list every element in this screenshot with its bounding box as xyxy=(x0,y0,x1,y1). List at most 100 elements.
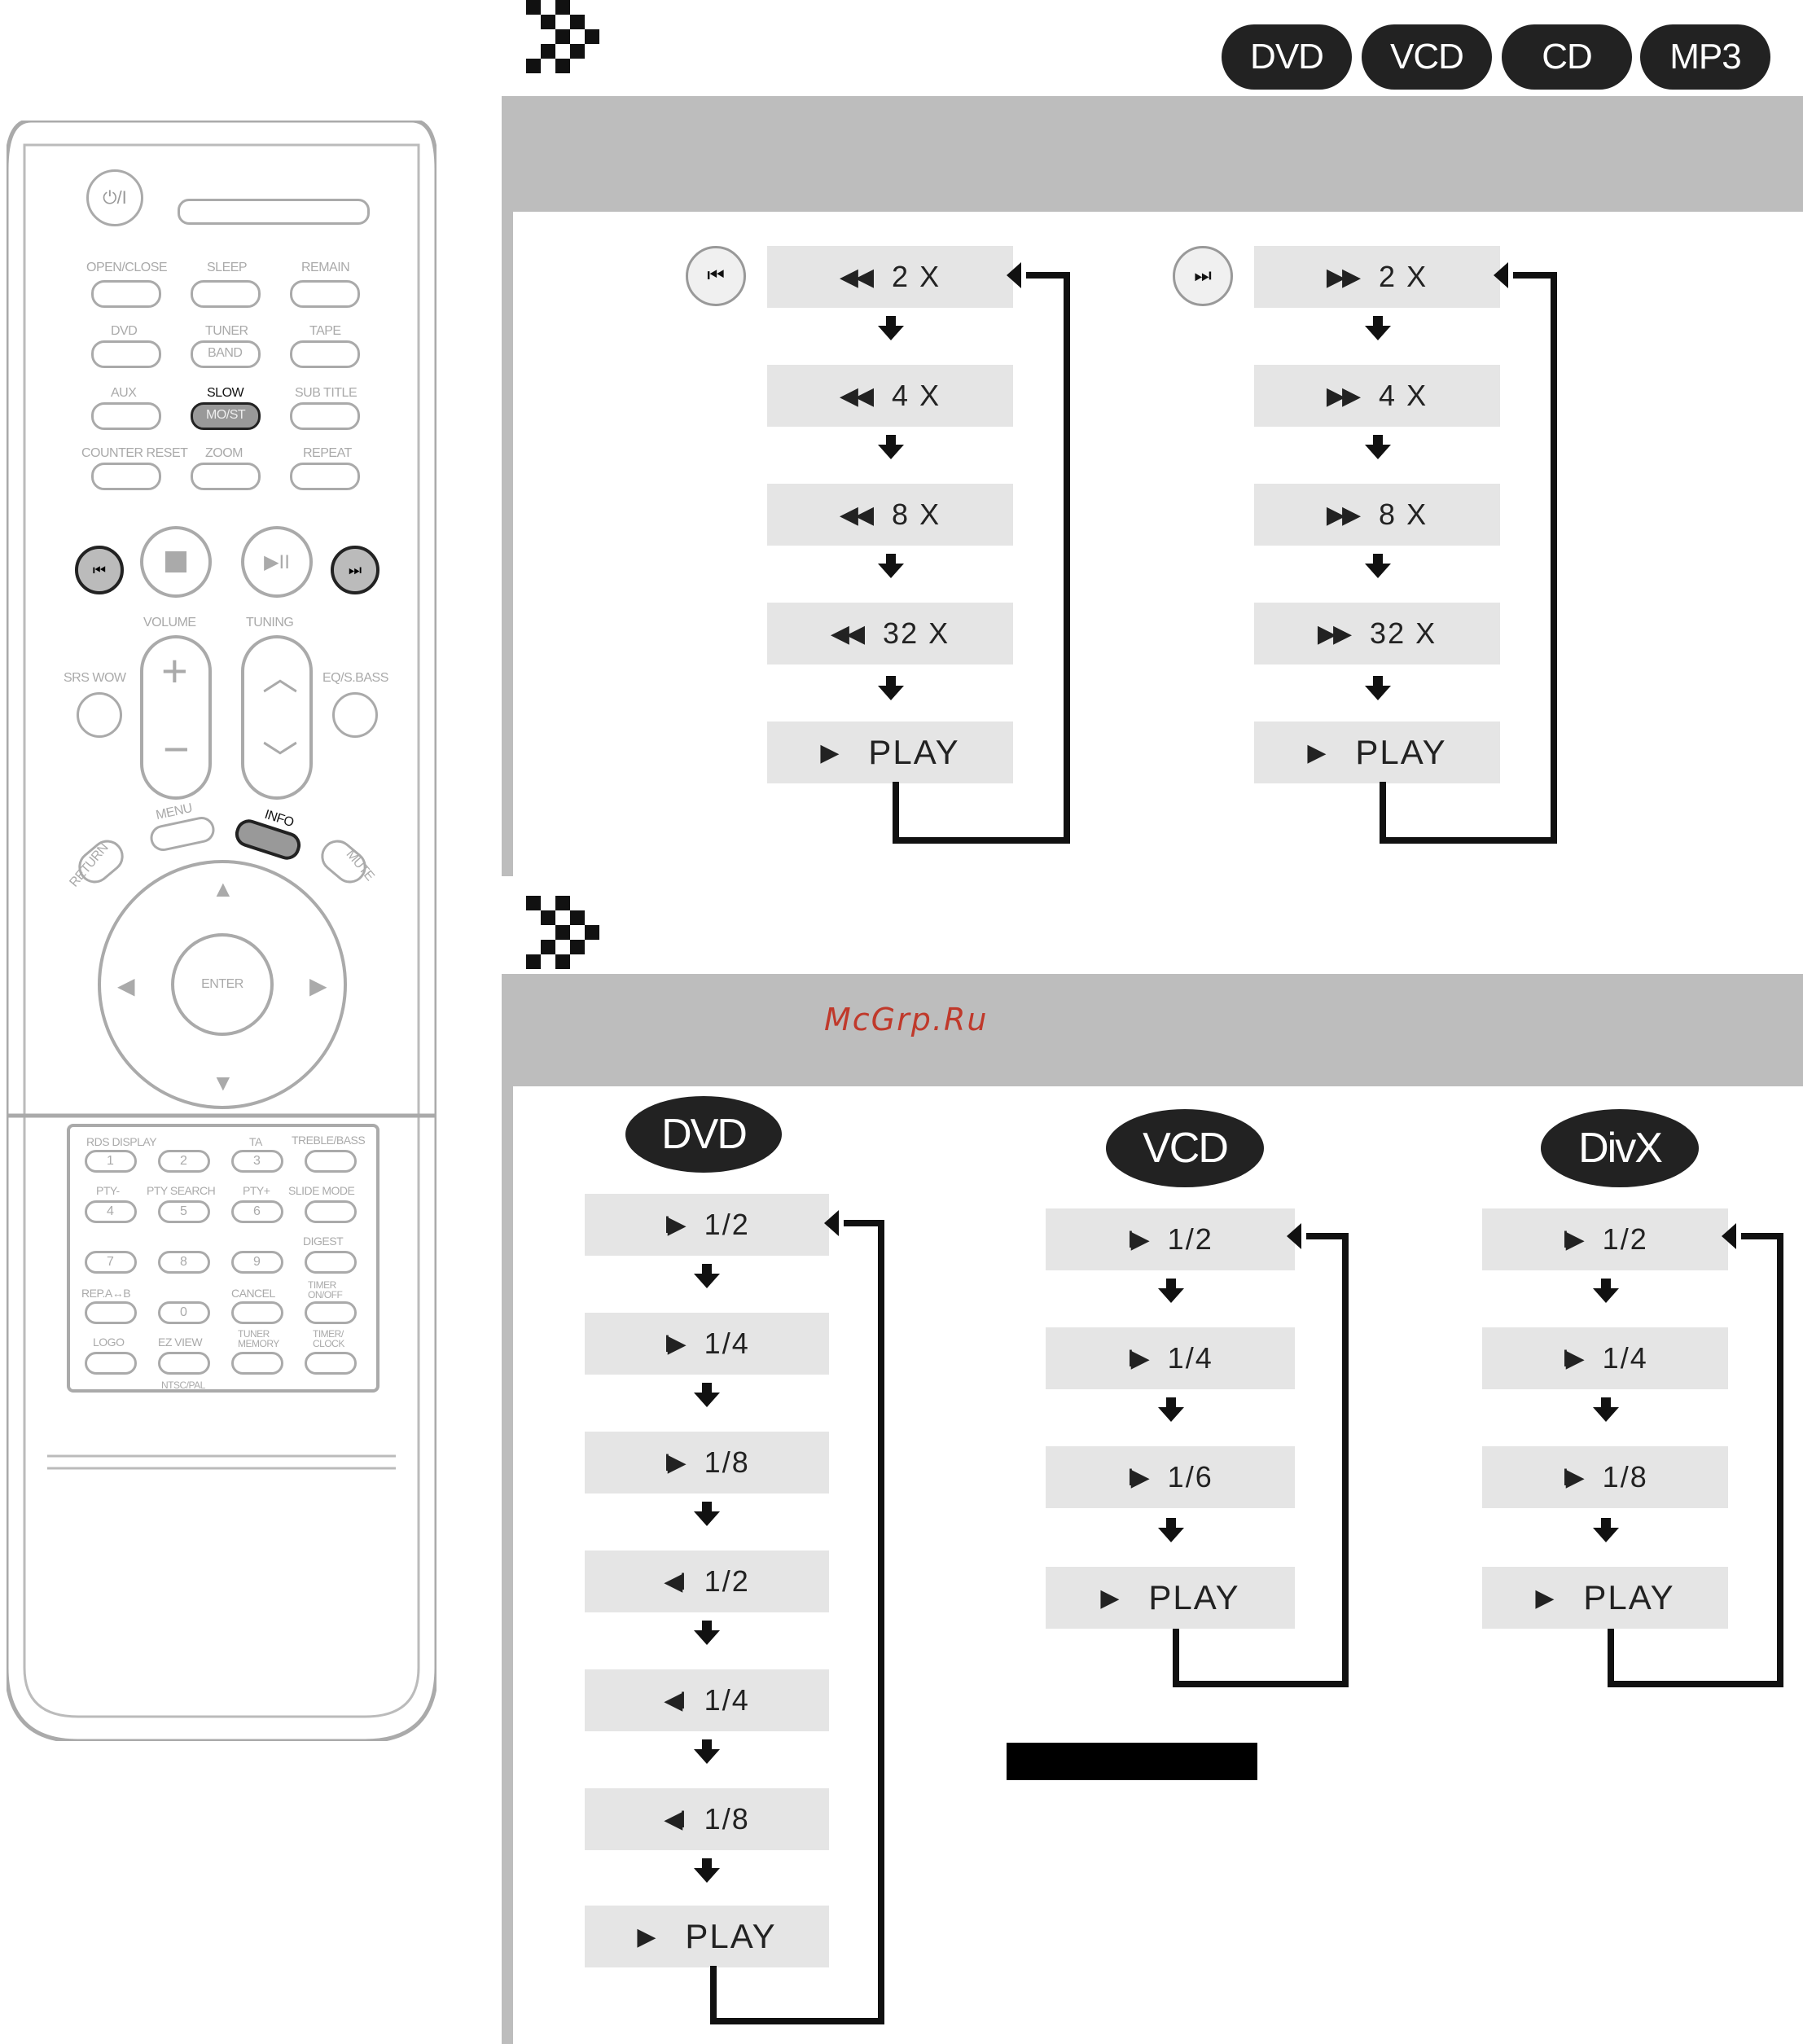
tuning-rocker[interactable]: ︿ ﹀ xyxy=(241,635,313,800)
down-arrow-icon xyxy=(1158,1518,1184,1542)
label-digest: DIGEST xyxy=(303,1235,344,1248)
down-arrow-icon xyxy=(1158,1397,1184,1422)
number-button-6[interactable]: 6 xyxy=(231,1200,283,1223)
down-arrow-icon xyxy=(1593,1518,1619,1542)
label-logo: LOGO xyxy=(93,1336,125,1349)
timer-onoff-button[interactable] xyxy=(305,1301,357,1324)
remain-button[interactable] xyxy=(290,280,360,308)
down-arrow-icon xyxy=(694,1502,720,1526)
arrow-up-icon[interactable]: ▲ xyxy=(212,876,235,901)
label-dvd: DVD xyxy=(111,324,138,338)
volume-rocker[interactable]: + − xyxy=(140,635,212,800)
badge-mp3: MP3 xyxy=(1640,24,1770,90)
badge-cd: CD xyxy=(1502,24,1632,90)
play-pause-button[interactable]: ▶II xyxy=(241,526,313,598)
open-close-button[interactable] xyxy=(91,280,161,308)
label-timer-clock: TIMER/ CLOCK xyxy=(313,1328,344,1349)
vcd-slow-step: I▶1/2 xyxy=(1046,1208,1295,1270)
divx-slow-step: I▶1/8 xyxy=(1482,1446,1728,1508)
rep-ab-button[interactable] xyxy=(85,1301,137,1324)
label-ez-view: EZ VIEW xyxy=(158,1336,203,1349)
loop-arrow-icon xyxy=(1173,1223,1349,1687)
down-arrow-icon xyxy=(878,316,904,340)
enter-button[interactable]: ENTER xyxy=(171,933,274,1036)
treble-bass-button[interactable] xyxy=(305,1150,357,1173)
rewind-play-step: ▶PLAY xyxy=(767,722,1013,783)
forward-step: ▶▶2 X xyxy=(1254,246,1500,308)
vcd-slow-step: I▶1/6 xyxy=(1046,1446,1295,1508)
number-pad-panel xyxy=(67,1124,379,1393)
tape-button[interactable] xyxy=(290,340,360,368)
srs-wow-button[interactable] xyxy=(77,692,122,738)
play-pause-icon: ▶II xyxy=(264,550,290,573)
number-button-9[interactable]: 9 xyxy=(231,1251,283,1274)
label-aux: AUX xyxy=(111,386,137,400)
arrow-right-icon[interactable]: ▶ xyxy=(309,973,327,998)
skip-back-button[interactable]: ⏮ xyxy=(75,546,124,594)
rewind-step: ◀◀4 X xyxy=(767,365,1013,427)
slow-button[interactable]: MO/ST xyxy=(191,402,261,430)
label-sleep: SLEEP xyxy=(207,261,248,274)
eq-sbass-button[interactable] xyxy=(332,692,378,738)
label-repeat: REPEAT xyxy=(303,446,352,460)
slide-mode-button[interactable] xyxy=(305,1200,357,1223)
label-treble-bass: TREBLE/BASS xyxy=(292,1134,366,1147)
loop-arrow-icon xyxy=(710,1210,884,2024)
number-button-7[interactable]: 7 xyxy=(85,1251,137,1274)
label-slow: SLOW xyxy=(207,386,244,400)
down-arrow-icon xyxy=(878,554,904,578)
number-button-2[interactable]: 2 xyxy=(158,1150,210,1173)
repeat-button[interactable] xyxy=(290,463,360,490)
note-redaction-bar xyxy=(1007,1743,1257,1780)
sleep-button[interactable] xyxy=(191,280,261,308)
stop-button[interactable] xyxy=(140,526,212,598)
skip-back-icon: ⏮ xyxy=(92,561,107,578)
dvd-button[interactable] xyxy=(91,340,161,368)
label-cancel: CANCEL xyxy=(231,1287,275,1300)
label-band: BAND xyxy=(208,346,243,360)
label-rds-display: RDS DISPLAY xyxy=(86,1135,157,1148)
vcd-slow-step: I▶1/4 xyxy=(1046,1327,1295,1389)
cancel-button[interactable] xyxy=(231,1301,283,1324)
arrow-left-icon[interactable]: ◀ xyxy=(117,973,135,998)
number-button-1[interactable]: 1 xyxy=(85,1150,137,1173)
label-sub-title: SUB TITLE xyxy=(295,386,358,400)
loop-arrow-icon xyxy=(1380,262,1557,844)
label-ta: TA xyxy=(249,1135,262,1148)
label-zoom: ZOOM xyxy=(205,446,243,460)
sub-title-button[interactable] xyxy=(290,402,360,430)
counter-reset-button[interactable] xyxy=(91,463,161,490)
logo-button[interactable] xyxy=(85,1352,137,1375)
skip-back-icon: ⏮ xyxy=(707,265,725,287)
number-button-0[interactable]: 0 xyxy=(158,1301,210,1324)
slow-section-rule xyxy=(502,974,513,2044)
dvd-slow-step: I▶1/4 xyxy=(585,1313,829,1375)
power-button[interactable]: ⏻/I xyxy=(86,169,143,226)
slow-header-band xyxy=(502,974,1803,1086)
arrow-down-icon[interactable]: ▼ xyxy=(212,1070,235,1095)
dvd-slow-step: I▶1/2 xyxy=(585,1194,829,1256)
skip-forward-icon: ⏭ xyxy=(348,561,362,578)
band-button[interactable]: BAND xyxy=(191,340,261,368)
digest-button[interactable] xyxy=(305,1251,357,1274)
number-button-4[interactable]: 4 xyxy=(85,1200,137,1223)
chevron-up-icon: ︿ xyxy=(262,658,298,698)
label-ntsc-pal: NTSC/PAL xyxy=(161,1379,205,1391)
plus-icon: + xyxy=(161,645,188,696)
zoom-button[interactable] xyxy=(191,463,261,490)
label-mo-st: MO/ST xyxy=(206,408,246,422)
timer-clock-button[interactable] xyxy=(305,1352,357,1375)
ez-view-button[interactable] xyxy=(158,1352,210,1375)
dvd-slow-step: I▶1/8 xyxy=(585,1432,829,1494)
skip-forward-button[interactable]: ⏭ xyxy=(331,546,379,594)
number-button-3[interactable]: 3 xyxy=(231,1150,283,1173)
divx-play-step: ▶PLAY xyxy=(1482,1567,1728,1629)
number-button-5[interactable]: 5 xyxy=(158,1200,210,1223)
label-enter: ENTER xyxy=(201,977,243,991)
stop-icon xyxy=(165,551,186,572)
label-pty-minus: PTY- xyxy=(96,1184,120,1197)
number-button-8[interactable]: 8 xyxy=(158,1251,210,1274)
down-arrow-icon xyxy=(694,1383,720,1407)
tuner-memory-button[interactable] xyxy=(231,1352,283,1375)
aux-button[interactable] xyxy=(91,402,161,430)
